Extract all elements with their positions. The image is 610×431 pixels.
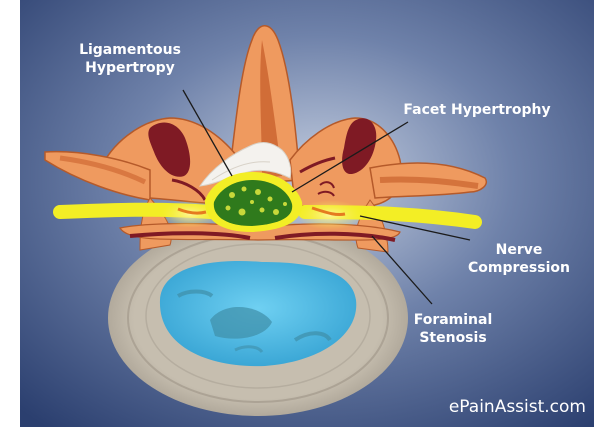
- label-facet-hypertrophy: Facet Hypertrophy: [403, 102, 550, 118]
- label-foraminal-line2: Stenosis: [419, 330, 486, 346]
- label-nerve-line1: Nerve: [496, 242, 543, 258]
- label-ligamentous-line1: Ligamentous: [79, 42, 181, 58]
- intervertebral-disc: [108, 220, 408, 416]
- label-foraminal-line1: Foraminal: [414, 312, 493, 328]
- label-nerve-line2: Compression: [468, 260, 570, 276]
- label-ligamentous-line2: Hypertropy: [85, 60, 175, 76]
- watermark-text: ePainAssist.com: [449, 397, 586, 417]
